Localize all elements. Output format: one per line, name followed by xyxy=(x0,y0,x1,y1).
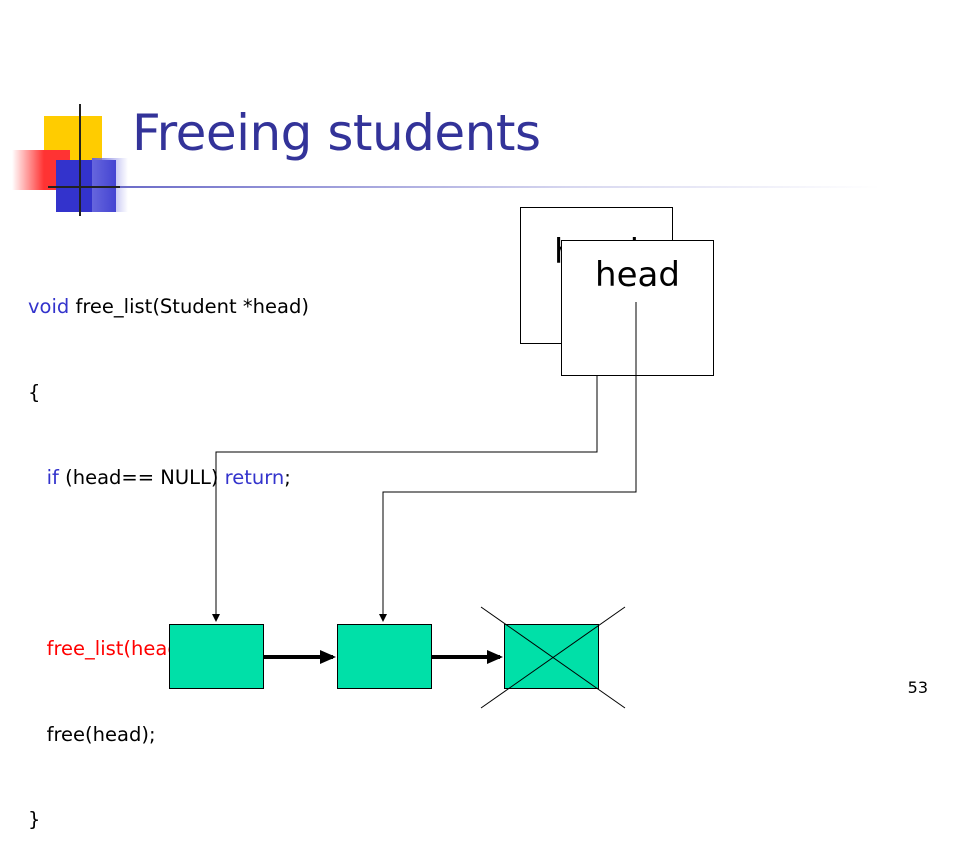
stack-frame-head-front: head xyxy=(561,240,714,376)
pointer-connectors xyxy=(212,302,637,664)
freed-node-cross xyxy=(480,606,626,709)
logo-blue-fade xyxy=(92,158,128,212)
pointer-line-front-frame xyxy=(379,302,637,622)
slide-title: Freeing students xyxy=(132,104,541,162)
pointer-line-back-frame xyxy=(212,344,598,622)
list-node-2 xyxy=(337,624,432,689)
title-underline xyxy=(120,186,880,188)
frame-label: head xyxy=(595,255,680,295)
code-line-1: void free_list(Student *head) xyxy=(28,293,309,322)
code-text: free_list(Student *head) xyxy=(69,295,309,318)
slide-logo xyxy=(0,0,140,220)
front-frame-pointer-origin xyxy=(635,302,637,376)
list-node-1 xyxy=(169,624,264,689)
code-text: (head== NULL) xyxy=(58,466,225,489)
code-line-2: { xyxy=(28,380,41,404)
code-keyword: if xyxy=(46,466,59,489)
code-line-close: } xyxy=(28,808,41,831)
code-line-3: if (head== NULL) return; xyxy=(28,464,309,493)
logo-vertical-line xyxy=(79,104,81,216)
page-number: 53 xyxy=(907,678,928,697)
logo-horizontal-line xyxy=(48,186,138,188)
code-text: ; xyxy=(284,466,291,489)
cross-line-2 xyxy=(480,606,626,709)
code-line-free: free(head); xyxy=(28,722,156,746)
code-keyword: return xyxy=(224,466,285,489)
code-keyword: void xyxy=(28,295,70,318)
